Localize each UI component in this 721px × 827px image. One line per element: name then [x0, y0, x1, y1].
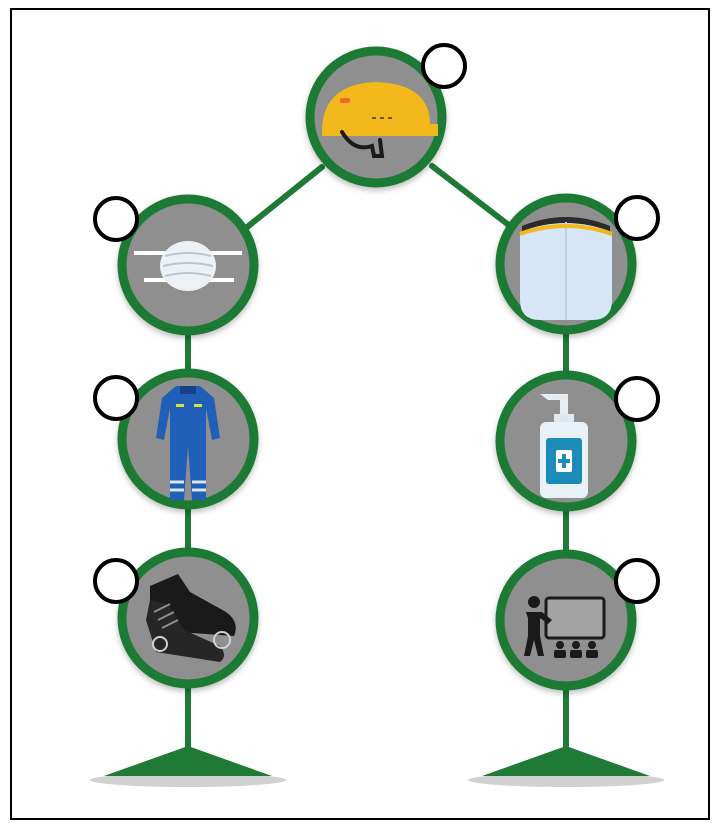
node-training: [495, 549, 637, 691]
checkbox-mask[interactable]: [93, 196, 139, 242]
node-sanitizer: [495, 370, 637, 512]
connector-helmet-shield: [429, 163, 513, 229]
checkboxes: [93, 43, 660, 604]
stand-shadow-right: [468, 773, 664, 787]
stand-right: [482, 746, 650, 776]
connectors: [185, 163, 569, 755]
checkbox-face-shield[interactable]: [614, 195, 660, 241]
safety-boots-icon: [146, 574, 236, 662]
node-boots: [117, 547, 259, 689]
checkbox-boots[interactable]: [93, 558, 139, 604]
hard-hat-icon: [322, 82, 438, 158]
node-face-shield: [495, 193, 637, 335]
connector-helmet-mask: [243, 164, 325, 231]
node-helmet: [305, 46, 447, 188]
stand-shadow-left: [90, 773, 286, 787]
stand-left: [104, 746, 272, 776]
checkbox-coverall[interactable]: [93, 375, 139, 421]
hand-sanitizer-icon: [540, 394, 588, 498]
face-mask-icon: [134, 241, 242, 291]
stands: [90, 746, 664, 787]
checkbox-helmet[interactable]: [421, 43, 467, 89]
safety-training-icon: [524, 596, 606, 658]
checkbox-sanitizer[interactable]: [614, 376, 660, 422]
node-mask: [117, 194, 259, 336]
face-shield-icon: [519, 217, 613, 320]
checkbox-training[interactable]: [614, 558, 660, 604]
node-coverall: [117, 368, 259, 510]
coverall-icon: [156, 386, 220, 500]
